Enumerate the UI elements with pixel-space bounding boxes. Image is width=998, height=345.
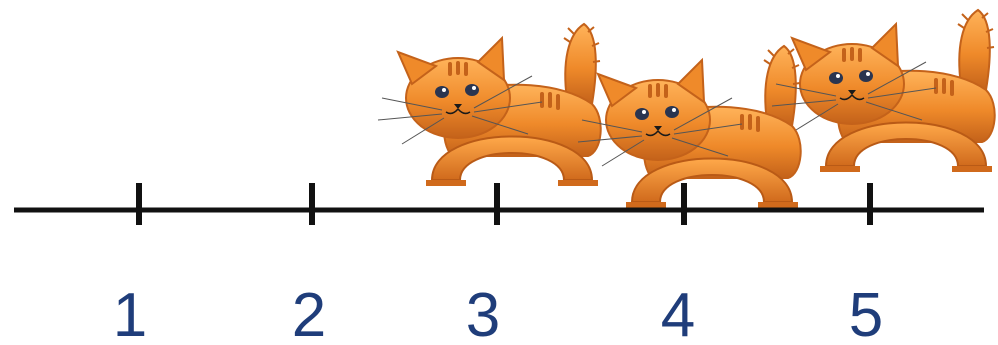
cat-icon (576, 44, 803, 210)
tick-label-4: 4 (661, 281, 695, 345)
tick-label-5: 5 (849, 281, 883, 345)
tick-label-3: 3 (466, 281, 500, 345)
tick-label-2: 2 (292, 281, 326, 345)
cat-icon (376, 22, 603, 188)
tick-label-1: 1 (113, 281, 147, 345)
cat-icon (770, 8, 997, 174)
